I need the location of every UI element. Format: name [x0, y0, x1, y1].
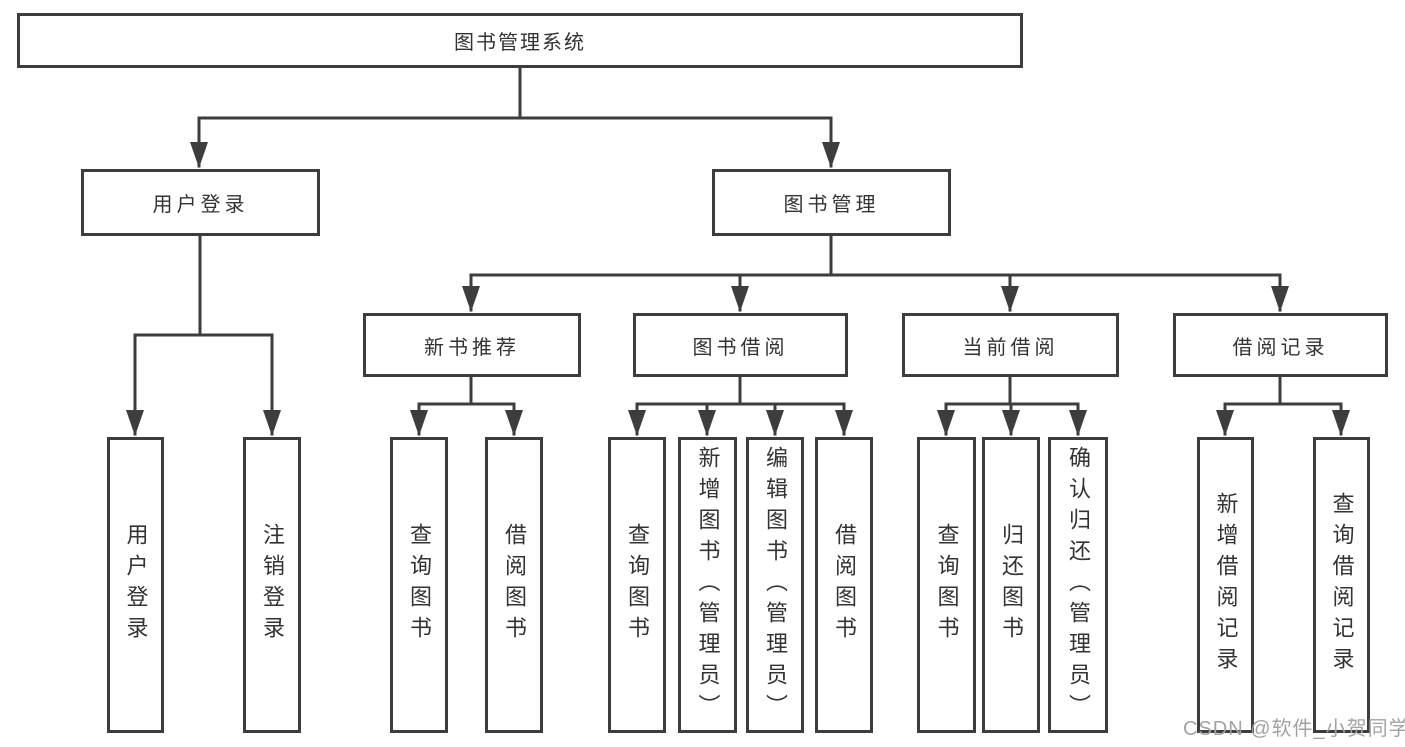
node-label: 归还图书 — [999, 523, 1024, 647]
node-br-add-borrow-record: 新增借阅记录 — [1197, 437, 1254, 733]
node-borrow-records: 借阅记录 — [1173, 313, 1388, 377]
node-label: 新增借阅记录 — [1213, 492, 1239, 678]
node-book-management: 图书管理 — [712, 169, 951, 236]
node-label: 查询图书 — [934, 523, 960, 647]
node-bb-borrow-books: 借阅图书 — [815, 437, 873, 733]
node-book-borrowing: 图书借阅 — [633, 313, 848, 377]
node-bb-add-books-admin: 新增图书（管理员） — [678, 437, 737, 733]
node-label: 新增图书（管理员） — [695, 445, 721, 725]
node-label: 借阅图书 — [502, 523, 527, 647]
node-label: 注销登录 — [260, 523, 285, 647]
node-ul-logout: 注销登录 — [243, 437, 301, 733]
csdn-watermark: CSDN @软件_小贺同学 — [1183, 718, 1405, 740]
node-bb-query-books: 查询图书 — [608, 437, 666, 733]
node-nb-query-books: 查询图书 — [390, 437, 448, 733]
node-user-login: 用户登录 — [81, 169, 320, 236]
node-nb-borrow-books: 借阅图书 — [485, 437, 543, 733]
node-cb-return-books: 归还图书 — [982, 437, 1040, 733]
node-cb-confirm-return-admin: 确认归还（管理员） — [1048, 437, 1108, 733]
node-label: 用户登录 — [123, 523, 149, 647]
node-label: 确认归还（管理员） — [1066, 445, 1091, 725]
node-label: 编辑图书（管理员） — [763, 445, 788, 725]
node-library-system: 图书管理系统 — [17, 13, 1023, 68]
node-bb-edit-books-admin: 编辑图书（管理员） — [746, 437, 804, 733]
node-br-query-borrow-record: 查询借阅记录 — [1313, 437, 1370, 733]
node-label: 查询图书 — [625, 523, 650, 647]
node-ul-user-login: 用户登录 — [107, 437, 164, 733]
node-label: 查询图书 — [407, 523, 432, 647]
node-label: 借阅图书 — [832, 523, 857, 647]
node-label: 查询借阅记录 — [1329, 492, 1355, 678]
node-current-borrowing: 当前借阅 — [902, 313, 1119, 377]
node-cb-query-books: 查询图书 — [917, 437, 976, 733]
node-new-book-recommend: 新书推荐 — [363, 313, 581, 377]
